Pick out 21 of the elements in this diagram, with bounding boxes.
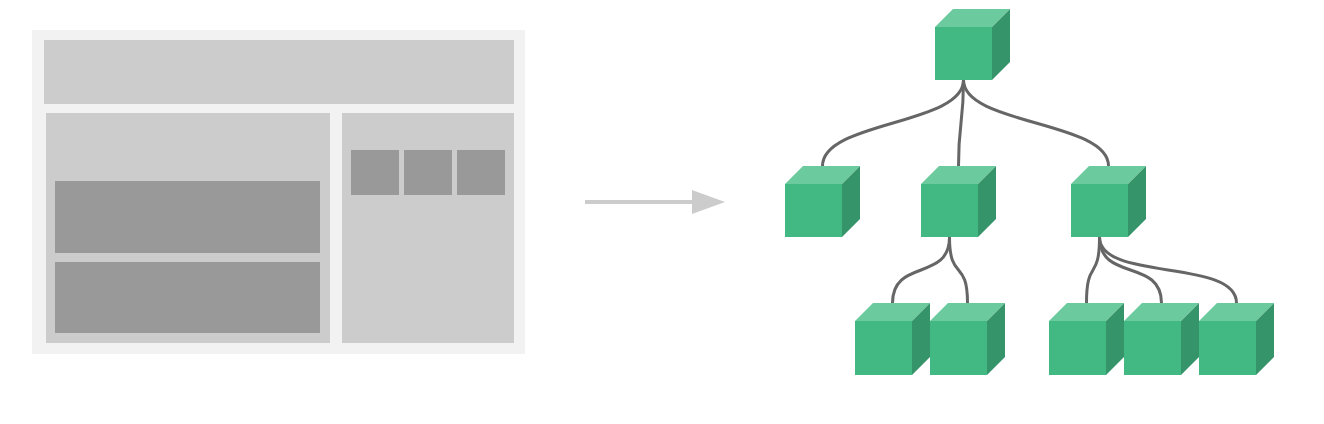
cube-icon bbox=[935, 9, 1010, 80]
cube-icon bbox=[1199, 303, 1274, 375]
sidebar-tile bbox=[404, 150, 452, 195]
cube-icon bbox=[1124, 303, 1199, 375]
sidebar-tile bbox=[351, 150, 399, 195]
connector-line bbox=[948, 236, 969, 304]
content-block bbox=[55, 262, 320, 333]
cube-icon bbox=[785, 166, 860, 237]
connector-line bbox=[962, 79, 1110, 167]
connector-line bbox=[1098, 236, 1238, 304]
sidebar-panel bbox=[342, 113, 514, 343]
page-wireframe bbox=[32, 30, 525, 354]
cube-icon bbox=[921, 166, 996, 237]
cube-icon bbox=[855, 303, 930, 375]
content-block bbox=[55, 181, 320, 253]
cube-icon bbox=[930, 303, 1005, 375]
header-block bbox=[44, 40, 514, 104]
content-panel bbox=[46, 113, 330, 343]
sidebar-tile bbox=[457, 150, 505, 195]
cube-icon bbox=[1049, 303, 1124, 375]
cube-icon bbox=[1071, 166, 1146, 237]
